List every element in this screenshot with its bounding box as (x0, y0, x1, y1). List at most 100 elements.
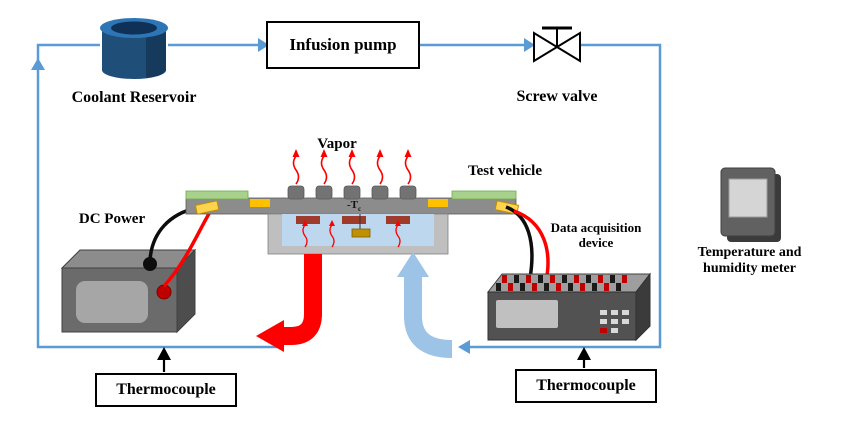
terminal-black (538, 275, 543, 283)
terminal-black (562, 275, 567, 283)
tc-sensor-block (351, 228, 371, 238)
terminal-black (544, 283, 549, 291)
plate-yellow-tape-right (428, 199, 448, 207)
flow-arrowhead-into-valve (524, 38, 535, 52)
daq-button (600, 310, 607, 315)
cold-stream-path (404, 276, 453, 358)
nozzle (287, 185, 305, 200)
test-vehicle-graphic (185, 149, 520, 255)
thermocouple-left-box: Thermocouple (95, 373, 237, 407)
terminal-red (622, 275, 627, 283)
temp-humidity-meter-graphic (720, 167, 781, 242)
vapor-label: Vapor (317, 136, 357, 152)
heater-block (296, 216, 320, 224)
heat-arrowhead (395, 220, 401, 226)
flow-arrowhead-bottom-right-left (458, 340, 470, 354)
test-vehicle-label: Test vehicle (467, 163, 543, 179)
screw-valve-label: Screw valve (516, 88, 598, 105)
daq-black-wire (505, 205, 534, 279)
flow-line-valve-to-bottom-right (470, 43, 662, 349)
vapor-squiggle-arrows (292, 149, 412, 185)
flow-arrowhead-left-up (31, 58, 45, 70)
daq-button (611, 328, 618, 333)
flow-arrowhead-into-pump (258, 38, 269, 52)
daq-button (600, 319, 607, 324)
reservoir-opening (111, 21, 157, 35)
daq-button-red (600, 328, 607, 333)
cold-stream-arrow (397, 252, 453, 358)
terminal-black (568, 283, 573, 291)
nozzle (399, 185, 417, 200)
hot-stream-path (284, 254, 322, 345)
plate-green-strip-left (185, 190, 249, 200)
heat-squiggle (329, 224, 335, 248)
vapor-squiggle (376, 155, 384, 185)
daq-red-wire (513, 209, 550, 282)
infusion-pump-box: Infusion pump (266, 21, 420, 69)
vapor-nozzles (287, 185, 417, 200)
tc-prefix: -T (347, 199, 358, 211)
daq-terminals-front-row (496, 283, 621, 291)
cold-stream-arrowhead (397, 252, 429, 277)
hot-stream-arrowhead (256, 320, 284, 352)
reservoir-shade (146, 28, 166, 78)
daq-display-panel (496, 300, 558, 328)
hot-stream-arrow (256, 254, 322, 352)
nozzle (315, 185, 333, 200)
heater-block (342, 216, 366, 224)
terminal-red (550, 275, 555, 283)
dc-power-black-terminal (143, 257, 157, 271)
daq-button (622, 319, 629, 324)
thermocouple-right-box: Thermocouple (515, 369, 657, 403)
thermocouple-arrows (157, 347, 591, 372)
data-acquisition-label: Data acquisition device (550, 220, 642, 250)
terminal-black (496, 283, 501, 291)
plate-green-strip-right (451, 190, 517, 200)
terminal-black (592, 283, 597, 291)
dc-power-red-wire (162, 211, 212, 288)
temp-humidity-meter-label: Temperature and humidity meter (697, 245, 802, 277)
thermocouple-left-arrowhead (157, 347, 171, 360)
vapor-arrowhead (348, 149, 356, 157)
vapor-arrowhead (404, 149, 412, 157)
valve-right-triangle (555, 31, 581, 63)
terminal-black (610, 275, 615, 283)
daq-button (611, 310, 618, 315)
terminal-black (520, 283, 525, 291)
terminal-red (598, 275, 603, 283)
terminal-red (532, 283, 537, 291)
nozzle (371, 185, 389, 200)
dc-power-red-terminal (156, 284, 172, 300)
flow-line-bottom-left-to-reservoir (36, 43, 278, 349)
terminal-black (586, 275, 591, 283)
dc-power-screen (76, 281, 148, 323)
heat-squiggle (302, 224, 308, 248)
daq-button (622, 310, 629, 315)
thermocouple-left-label: Thermocouple (116, 381, 216, 398)
terminal-red (604, 283, 609, 291)
daq-button (611, 319, 618, 324)
meter-screen (728, 178, 768, 218)
terminal-red (574, 275, 579, 283)
vapor-squiggle (292, 155, 300, 185)
terminal-red (526, 275, 531, 283)
chamber-heat-squiggles (302, 220, 401, 248)
vapor-arrowhead (320, 149, 328, 157)
data-acquisition-graphic (486, 205, 652, 342)
coolant-reservoir-label: Coolant Reservoir (71, 89, 197, 106)
terminal-black (616, 283, 621, 291)
thermocouple-right-label: Thermocouple (536, 377, 636, 394)
terminal-red (556, 283, 561, 291)
nozzle (343, 185, 361, 200)
plate-yellow-tape-left (250, 199, 270, 207)
terminal-red (580, 283, 585, 291)
valve-left-triangle (533, 31, 559, 63)
daq-buttons (600, 310, 629, 333)
tc-subscript: c (358, 205, 362, 214)
coolant-loop-lines (36, 43, 662, 349)
vapor-arrowhead (292, 149, 300, 157)
heat-squiggle (395, 224, 401, 248)
vapor-squiggle (348, 155, 356, 185)
